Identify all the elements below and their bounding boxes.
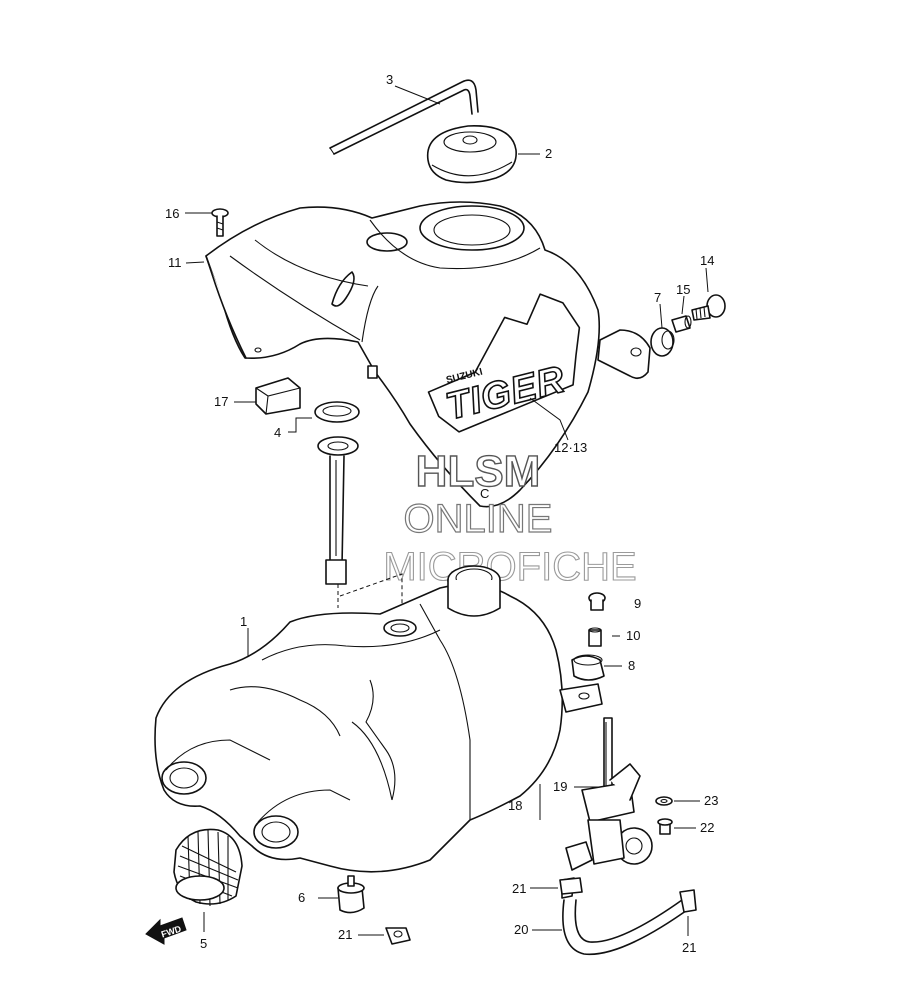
callout-18: 18: [508, 798, 522, 813]
clip-21-left: [559, 877, 583, 895]
cushion-6: [337, 875, 365, 914]
c-mark: C: [480, 486, 489, 501]
callout-6: 6: [298, 890, 305, 905]
clip-21-center: [385, 927, 411, 945]
callout-4: 4: [274, 425, 281, 440]
svg-text:HLSM: HLSM: [416, 447, 541, 496]
callout-7: 7: [654, 290, 661, 305]
callout-21-right: 21: [682, 940, 696, 955]
callout-16: 16: [165, 206, 179, 221]
collar-15: [671, 315, 692, 333]
callout-21-center: 21: [338, 927, 352, 942]
callout-12-13: 12·13: [554, 440, 587, 455]
callout-22: 22: [700, 820, 714, 835]
fuel-gauge-assembly: [314, 401, 360, 585]
callout-5: 5: [200, 936, 207, 951]
leader-lines: [185, 85, 709, 936]
callout-15: 15: [676, 282, 690, 297]
callouts: 3 2 16 11 14 15 7 17 4 12·13 9 10 1 8 19…: [165, 72, 718, 955]
callout-2: 2: [545, 146, 552, 161]
washer-23: [655, 796, 673, 806]
callout-19: 19: [553, 779, 567, 794]
fuel-cap: [426, 125, 517, 184]
fuel-tank: [154, 565, 603, 873]
callout-14: 14: [700, 253, 714, 268]
callout-8: 8: [628, 658, 635, 673]
fuel-cock: [565, 717, 653, 871]
cushion-17: [255, 377, 301, 415]
callout-20: 20: [514, 922, 528, 937]
bolt-9: [588, 592, 606, 611]
grommet-7: [650, 327, 675, 357]
clip-21-right: [679, 889, 697, 913]
svg-text:MICROFICHE: MICROFICHE: [383, 545, 636, 589]
breather-hose: [329, 79, 479, 155]
callout-17: 17: [214, 394, 228, 409]
callout-1: 1: [240, 614, 247, 629]
callout-11: 11: [168, 255, 182, 270]
screw-16: [211, 208, 229, 237]
tank-cover: [205, 201, 651, 508]
watermark: HLSM ONLINE MICROFICHE: [383, 446, 637, 589]
svg-text:ONLINE: ONLINE: [404, 497, 553, 541]
callout-21-left: 21: [512, 881, 526, 896]
bolt-14: [691, 294, 726, 321]
callout-10: 10: [626, 628, 640, 643]
boot-5: [173, 828, 243, 907]
screw-22: [657, 818, 673, 835]
fwd-arrow-icon: FWD: [145, 917, 187, 945]
callout-9: 9: [634, 596, 641, 611]
callout-23: 23: [704, 793, 718, 808]
callout-3: 3: [386, 72, 393, 87]
cushion-8: [571, 654, 605, 681]
collar-10: [588, 627, 602, 647]
